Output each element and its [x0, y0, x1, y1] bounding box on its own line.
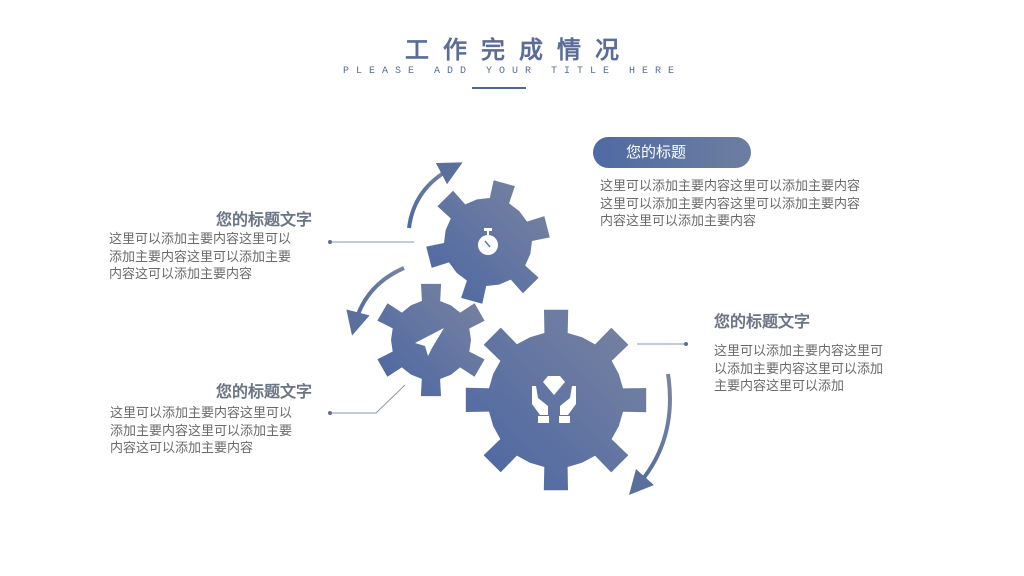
text-block-left-bottom: 这里可以添加主要内容这里可以 添加主要内容这里可以添加主要 内容这可以添加主要内… [110, 405, 292, 458]
page-subtitle: PLEASE ADD YOUR TITLE HERE [342, 66, 682, 77]
page-title: 工作完成情况 [405, 35, 633, 64]
title-pill: 您的标题 [593, 137, 751, 168]
stopwatch-icon [478, 228, 498, 255]
body-line: 这里可以添加主要内容这里可以 [109, 232, 292, 247]
body-line: 内容这可以添加主要内容 [110, 441, 254, 456]
diamond-hands-icon [532, 376, 576, 423]
body-line: 添加主要内容这里可以添加主要 [110, 423, 293, 439]
body-line: 以添加主要内容这里可以添加 [714, 361, 884, 377]
body-line: 这里可以添加主要内容这里可以添加主要内容 [600, 179, 861, 194]
heading-right: 您的标题文字 [714, 312, 811, 331]
rotation-arrow-right [629, 373, 672, 495]
heading-left-bottom: 您的标题文字 [215, 382, 312, 401]
body-line: 主要内容这里可以添加 [714, 379, 845, 394]
gear-big [465, 309, 647, 491]
body-line: 内容这可以添加主要内容 [109, 267, 253, 282]
heading-left-top: 您的标题文字 [215, 210, 312, 229]
text-block-top-right: 这里可以添加主要内容这里可以添加主要内容 这里可以添加主要内容这里可以添加主要内… [600, 178, 860, 231]
connector-left-bottom [330, 384, 406, 414]
text-block-right: 这里可以添加主要内容这里可 以添加主要内容这里可以添加 主要内容这里可以添加 [714, 343, 883, 396]
body-line: 这里可以添加主要内容这里可 [714, 344, 884, 359]
title-underline [472, 87, 526, 89]
paper-plane-icon [415, 328, 444, 356]
rotation-arrow-top [407, 162, 463, 229]
body-line: 这里可以添加主要内容这里可以添加主要内容 [600, 196, 861, 212]
rotation-arrow-left [346, 266, 405, 336]
body-line: 添加主要内容这里可以添加主要 [109, 249, 292, 265]
body-line: 这里可以添加主要内容这里可以 [110, 406, 293, 421]
text-block-left-top: 这里可以添加主要内容这里可以 添加主要内容这里可以添加主要 内容这可以添加主要内… [109, 231, 291, 284]
body-line: 内容这里可以添加主要内容 [600, 214, 757, 229]
